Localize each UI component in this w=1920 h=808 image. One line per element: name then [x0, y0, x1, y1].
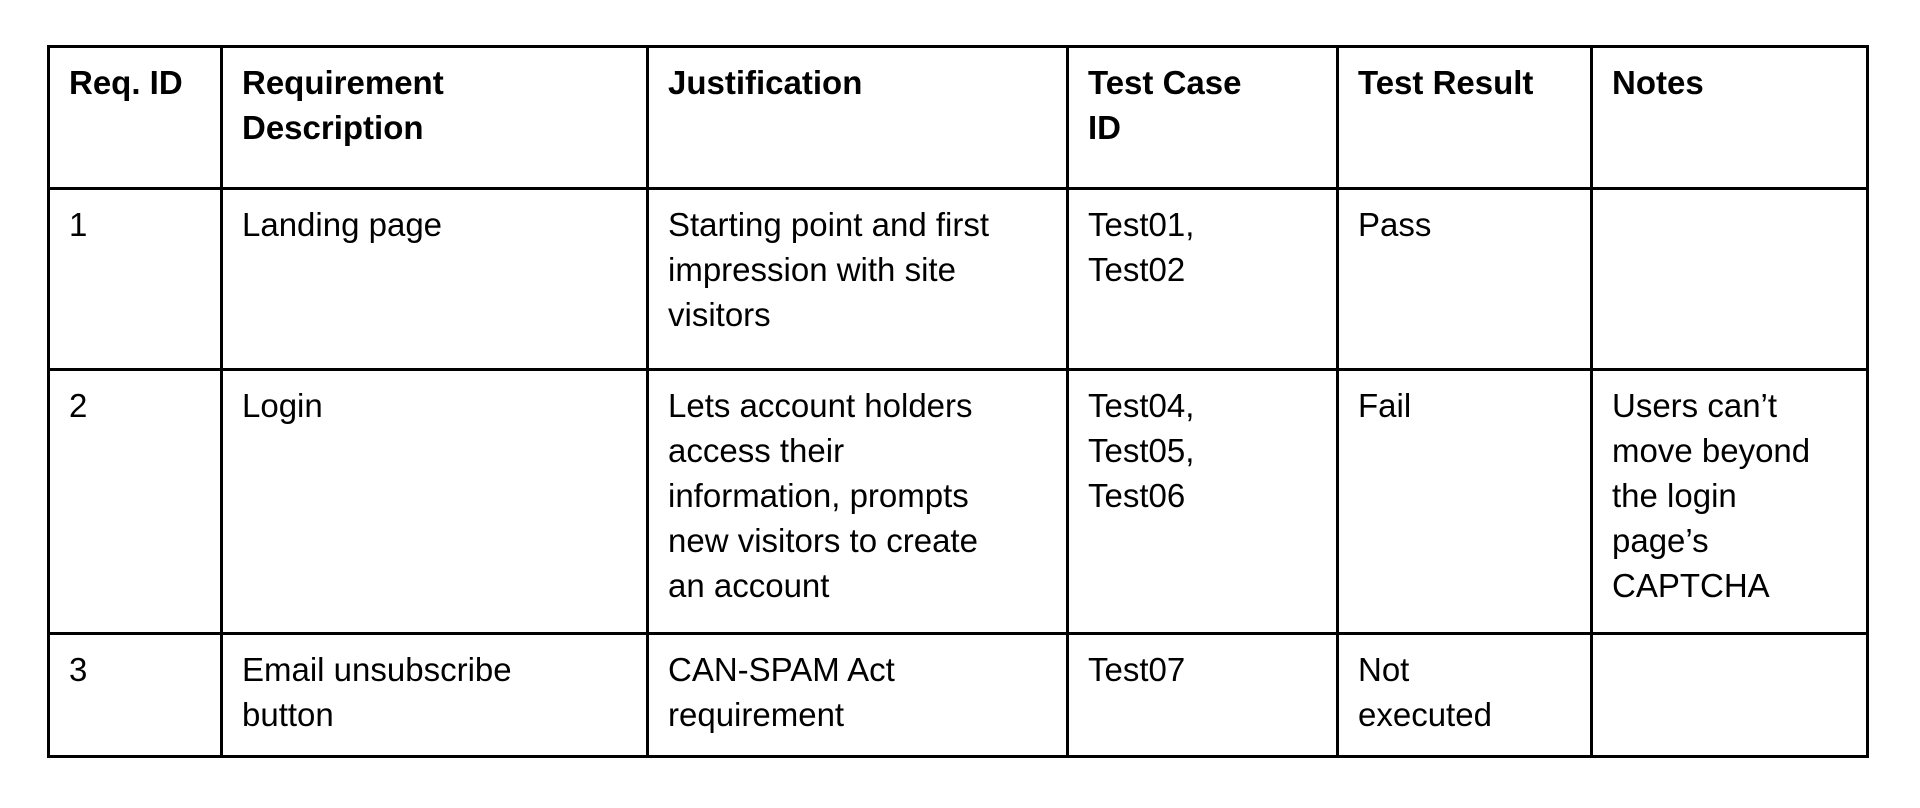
column-header-justification: Justification: [646, 45, 1069, 190]
cell-req-id: 1: [47, 187, 223, 371]
cell-test-result: Not executed: [1336, 632, 1593, 758]
column-header-req-id: Req. ID: [47, 45, 223, 190]
cell-test-result: Pass: [1336, 187, 1593, 371]
cell-requirement-description: Login: [220, 368, 649, 635]
cell-requirement-description: Landing page: [220, 187, 649, 371]
cell-requirement-description: Email unsubscribe button: [220, 632, 649, 758]
cell-req-id: 2: [47, 368, 223, 635]
column-header-test-result: Test Result: [1336, 45, 1593, 190]
cell-notes: [1590, 187, 1869, 371]
table-row: 3 Email unsubscribe button CAN-SPAM Act …: [47, 632, 1869, 758]
cell-justification: Starting point and first impression with…: [646, 187, 1069, 371]
table-header-row: Req. ID Requirement Description Justific…: [47, 45, 1869, 190]
table-row: 1 Landing page Starting point and first …: [47, 187, 1869, 371]
column-header-notes: Notes: [1590, 45, 1869, 190]
cell-test-case-id: Test07: [1066, 632, 1339, 758]
cell-test-case-id: Test04, Test05, Test06: [1066, 368, 1339, 635]
cell-req-id: 3: [47, 632, 223, 758]
cell-justification: CAN-SPAM Act requirement: [646, 632, 1069, 758]
cell-notes: Users can’t move beyond the login page’s…: [1590, 368, 1869, 635]
requirements-traceability-matrix: Req. ID Requirement Description Justific…: [47, 45, 1869, 758]
column-header-test-case-id: Test Case ID: [1066, 45, 1339, 190]
table-row: 2 Login Lets account holders access thei…: [47, 368, 1869, 635]
cell-test-case-id: Test01, Test02: [1066, 187, 1339, 371]
requirements-table: Req. ID Requirement Description Justific…: [47, 45, 1869, 758]
cell-justification: Lets account holders access their inform…: [646, 368, 1069, 635]
cell-notes: [1590, 632, 1869, 758]
cell-test-result: Fail: [1336, 368, 1593, 635]
column-header-requirement-description: Requirement Description: [220, 45, 649, 190]
